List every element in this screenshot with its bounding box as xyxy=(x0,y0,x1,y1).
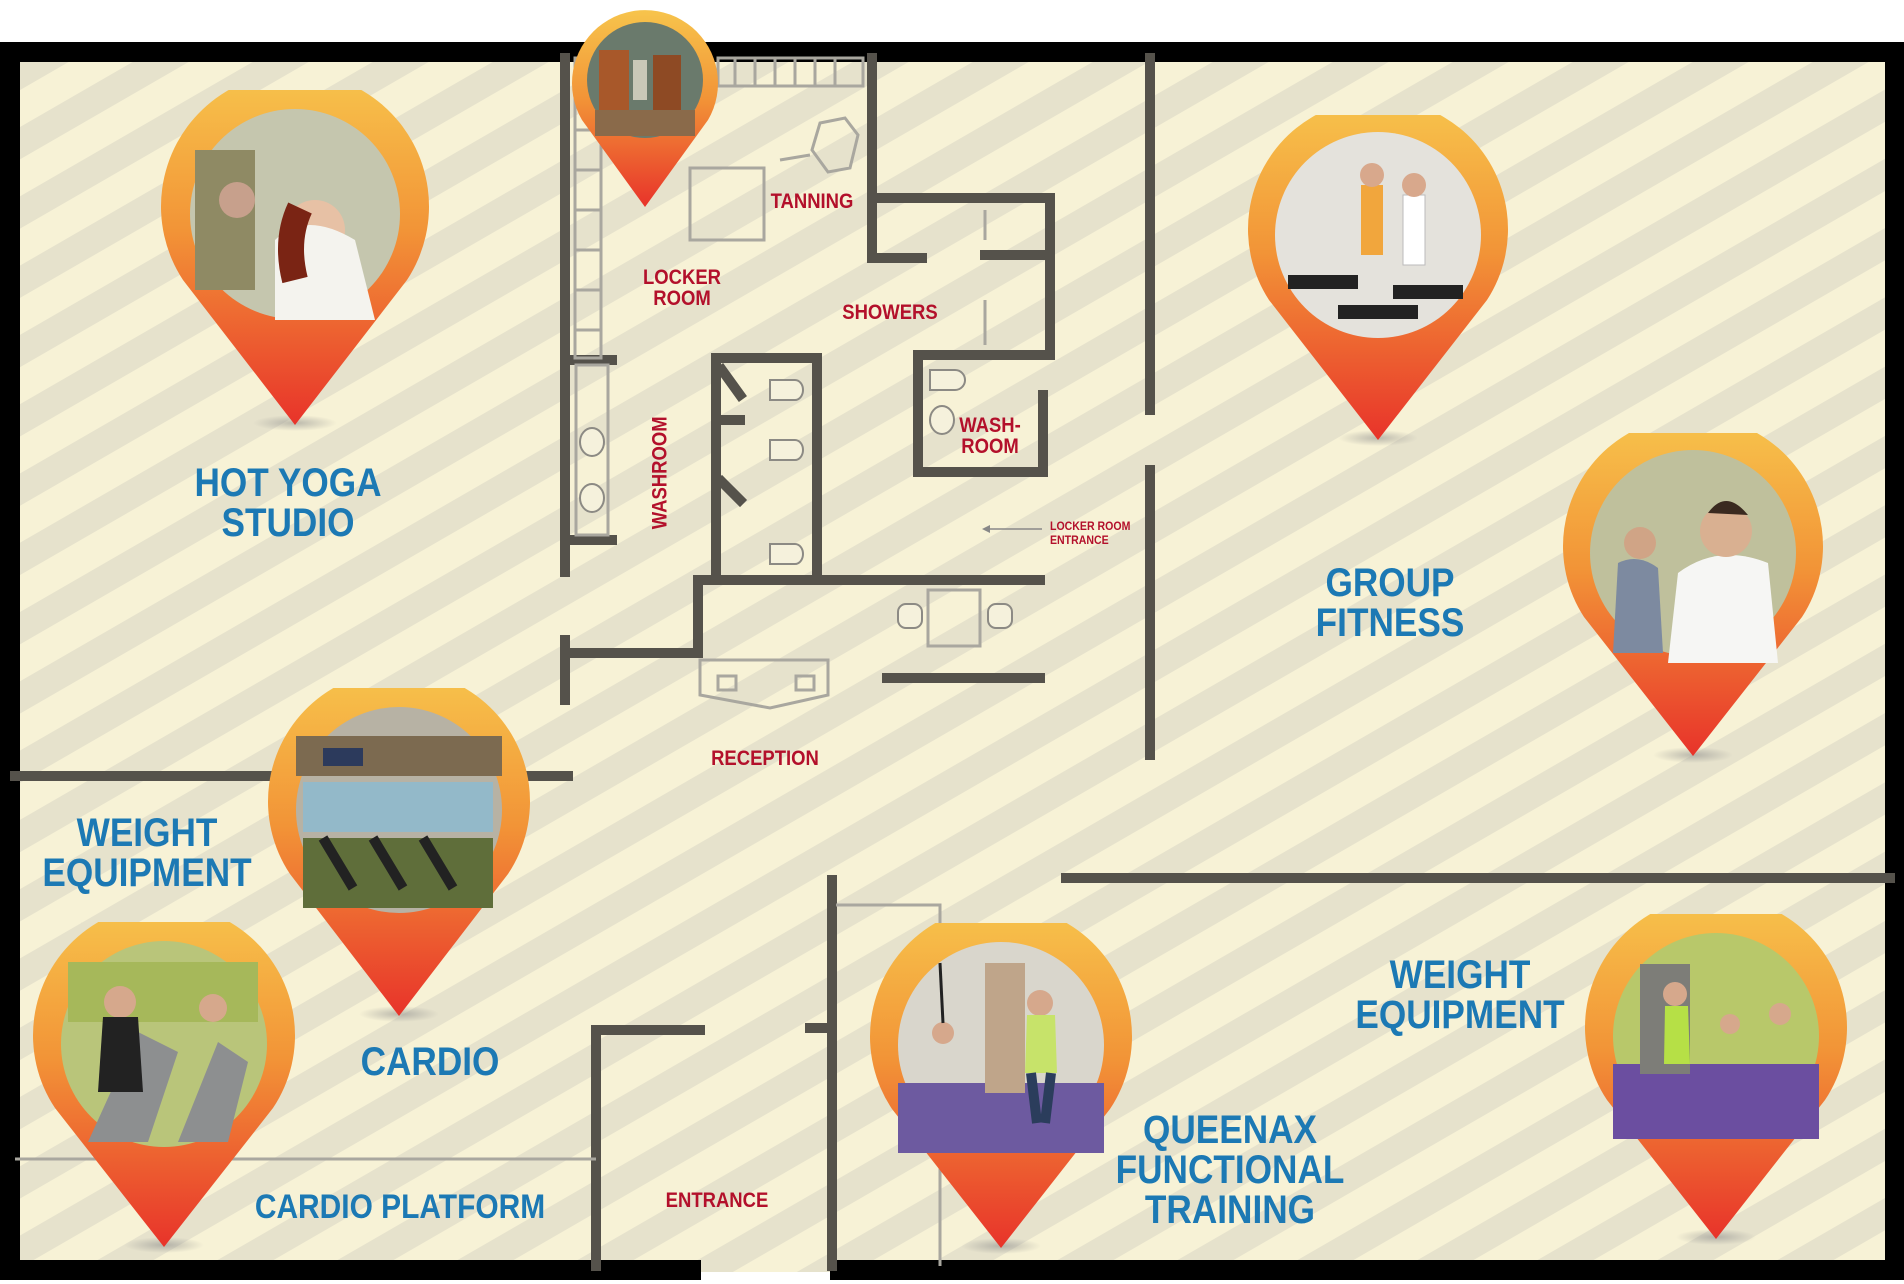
elliptical-photo-icon xyxy=(33,904,296,1253)
entrance-label: ENTRANCE xyxy=(665,1189,769,1212)
locker-room-photo-icon xyxy=(572,10,718,208)
pin-functional-training[interactable] xyxy=(865,905,1137,1258)
pin-hot-yoga[interactable] xyxy=(155,72,435,435)
yoga-class-photo-icon xyxy=(160,72,429,431)
washroom-right-label: WASH- ROOM xyxy=(959,414,1021,458)
weight-floor-photo-icon xyxy=(1585,896,1847,1245)
step-class-photo-icon xyxy=(1248,99,1508,446)
weight-machines-photo-icon xyxy=(268,670,530,1022)
pin-group-fitness-step[interactable] xyxy=(1243,99,1513,450)
showers-label: SHOWERS xyxy=(842,301,938,324)
pin-locker-room[interactable] xyxy=(565,10,725,210)
weight-equipment-right-label: WEIGHT EQUIPMENT xyxy=(1355,953,1565,1037)
tanning-label: TANNING xyxy=(770,190,854,213)
cardio-platform-label: CARDIO PLATFORM xyxy=(254,1188,546,1226)
pin-group-fitness-dance[interactable] xyxy=(1558,416,1828,766)
suspension-training-photo-icon xyxy=(870,905,1132,1254)
reception-label: RECEPTION xyxy=(711,747,819,770)
locker-room-label: LOCKER ROOM xyxy=(642,266,722,310)
weight-equipment-left-label: WEIGHT EQUIPMENT xyxy=(42,811,252,895)
cardio-label: CARDIO xyxy=(360,1040,500,1084)
outer-wall xyxy=(0,42,1904,1280)
dance-class-photo-icon xyxy=(1563,416,1823,763)
locker-room-entrance-label: LOCKER ROOM ENTRANCE xyxy=(1050,519,1131,547)
functional-training-label: QUEENAX FUNCTIONAL TRAINING xyxy=(1115,1108,1345,1232)
washroom-left-label: WASHROOM xyxy=(648,416,672,530)
pin-cardio[interactable] xyxy=(28,904,300,1257)
entrance-wall xyxy=(591,1025,705,1271)
group-fitness-label: GROUP FITNESS xyxy=(1315,561,1465,645)
pin-weight-equipment-right[interactable] xyxy=(1580,896,1852,1249)
hot-yoga-studio-label: HOT YOGA STUDIO xyxy=(194,461,382,545)
pin-weight-equipment-left[interactable] xyxy=(263,670,535,1026)
